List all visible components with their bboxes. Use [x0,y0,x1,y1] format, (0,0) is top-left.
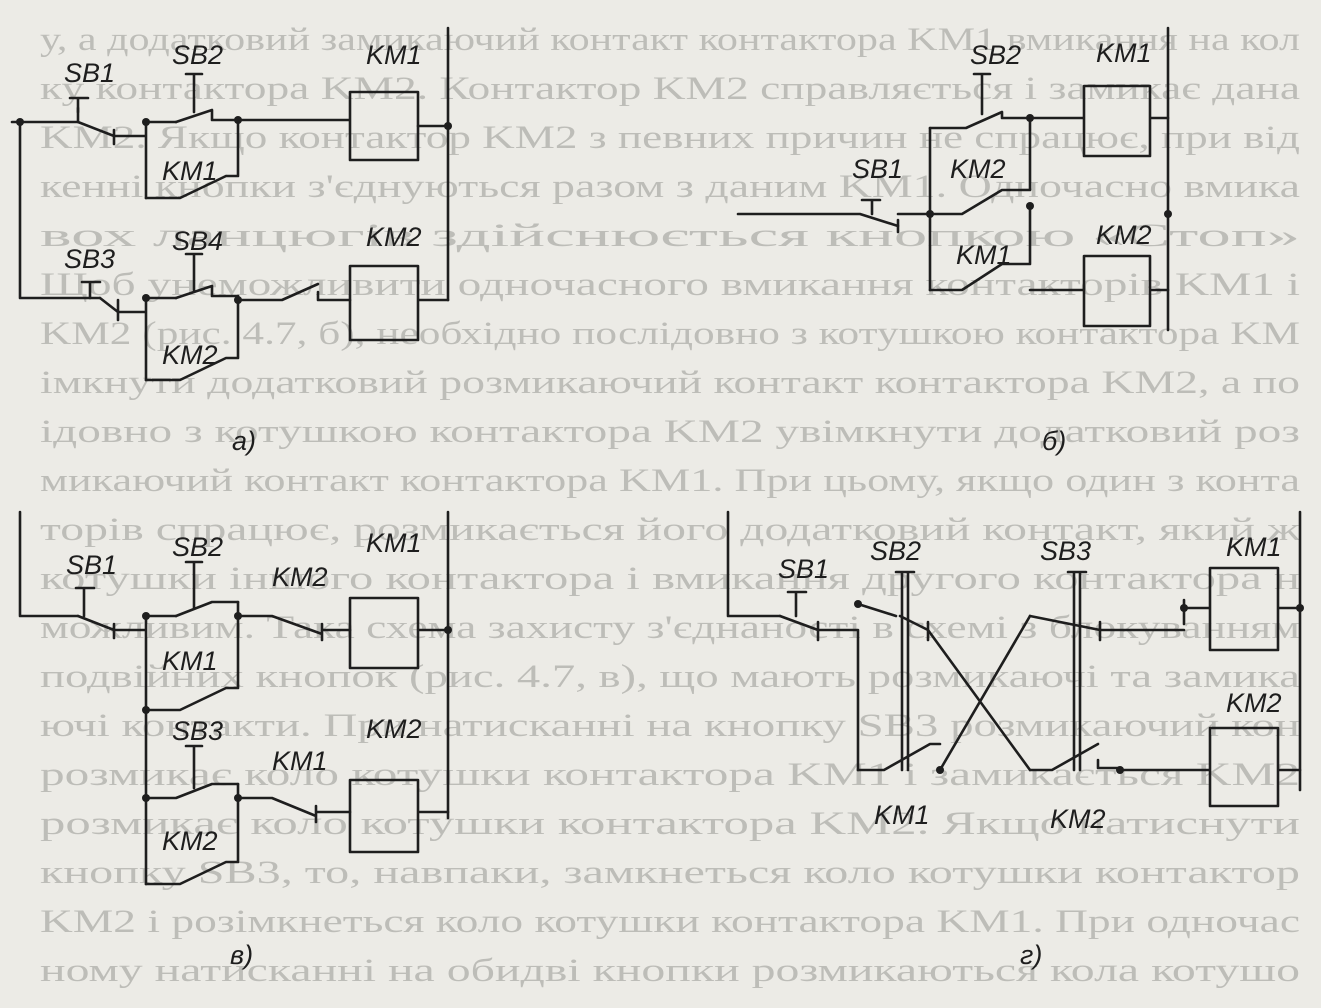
label-sb4: SB4 [172,226,223,256]
background-text-line: Щоб унеможливити одночасного вмикання ко… [40,267,1300,303]
label-km2-interlock: KM2 [272,562,328,592]
label-sb1: SB1 [64,58,115,88]
background-text-line: імкнути додатковий розмикаючий контакт к… [40,365,1300,401]
background-text-line: кнопку SB3, то, навпаки, замкнеться коло… [40,855,1300,891]
background-text-line: ному натисканні на обидві кнопки розмика… [40,953,1300,989]
label-sb2: SB2 [172,40,223,70]
diagram-d: SB1 SB2 SB3 KM1 KM2 KM1 KM2 г) [726,510,1304,970]
label-sb2: SB2 [172,532,223,562]
caption-a: а) [232,426,256,456]
label-sb2: SB2 [870,536,921,566]
background-text-line: ку контактора KM2. Контактор KM2 справля… [40,71,1300,107]
label-km1-coil: KM1 [1226,532,1282,562]
label-sb1: SB1 [778,554,829,584]
label-km1-contact: KM1 [162,646,218,676]
diagram-b: SB2 KM1 SB1 KM2 KM2 KM1 б) [736,26,1172,456]
label-km1-contact: KM1 [162,156,218,186]
caption-d: г) [1020,940,1042,970]
label-km2-coil: KM2 [1226,688,1282,718]
background-text-line: KM2. Якщо контактор KM2 з певних причин … [40,120,1300,156]
label-sb1: SB1 [66,550,117,580]
label-km2-contact: KM2 [1050,804,1106,834]
background-text-line: кенні кнопки з'єднуються разом з даним K… [40,169,1300,205]
label-km1-contact: KM1 [874,800,930,830]
label-km1-coil: KM1 [1096,38,1152,68]
background-text-line: торів спрацює, розмикається його додатко… [40,512,1300,548]
background-text-line: розмикає коло котушки контактора KM1 і з… [40,757,1300,793]
background-text-line: KM2 і розімкнеться коло котушки контакто… [40,904,1300,940]
background-text-line: микаючий контакт контактора KM1. При цьо… [40,463,1300,499]
background-text-line: у, а додатковий замикаючий контакт конта… [40,22,1300,58]
background-text-line: ідовно з котушкою контактора KM2 увімкну… [40,414,1300,450]
label-km1-coil: KM1 [366,40,422,70]
background-text-line: розмикає коло котушки контактора KM2. Як… [40,806,1300,842]
label-km2-contact: KM2 [162,340,218,370]
background-text-line: можливим. Така схема захисту з'єднаності… [40,610,1300,646]
label-km2-coil: KM2 [366,222,422,252]
label-km2-contact: KM2 [950,154,1006,184]
label-km2-contact: KM2 [162,826,218,856]
label-km1-coil: KM1 [366,528,422,558]
label-sb3: SB3 [172,716,223,746]
background-text-line: вох ланцюгів здійснюється кнопкою «Стоп» [40,218,1300,254]
caption-c: в) [230,940,253,970]
label-km1-interlock: KM1 [272,746,328,776]
background-text-line: KM2 (рис. 4.7, б), необхідно послідовно … [40,316,1300,352]
caption-b: б) [1042,426,1066,456]
label-km1-contact: KM1 [956,240,1012,270]
label-sb2: SB2 [970,40,1021,70]
diagram-a: SB1 SB2 KM1 KM1 SB3 SB4 KM2 KM2 а) [10,26,452,456]
label-sb3: SB3 [1040,536,1091,566]
label-km2-coil: KM2 [366,714,422,744]
label-km2-coil: KM2 [1096,220,1152,250]
background-text-line: котушки іншого контактора і вмикання дру… [40,561,1300,597]
diagram-c: SB1 SB2 KM2 KM1 KM1 SB3 KM1 KM2 KM2 в) [18,510,452,970]
background-text-line: ючі контакти. При натисканні на кнопку S… [40,708,1300,744]
label-sb1: SB1 [852,154,903,184]
background-text-line: подвійних кнопок (рис. 4.7, в), що мають… [40,659,1300,695]
background-text: у, а додатковий замикаючий контакт конта… [40,22,1300,989]
label-sb3: SB3 [64,244,115,274]
